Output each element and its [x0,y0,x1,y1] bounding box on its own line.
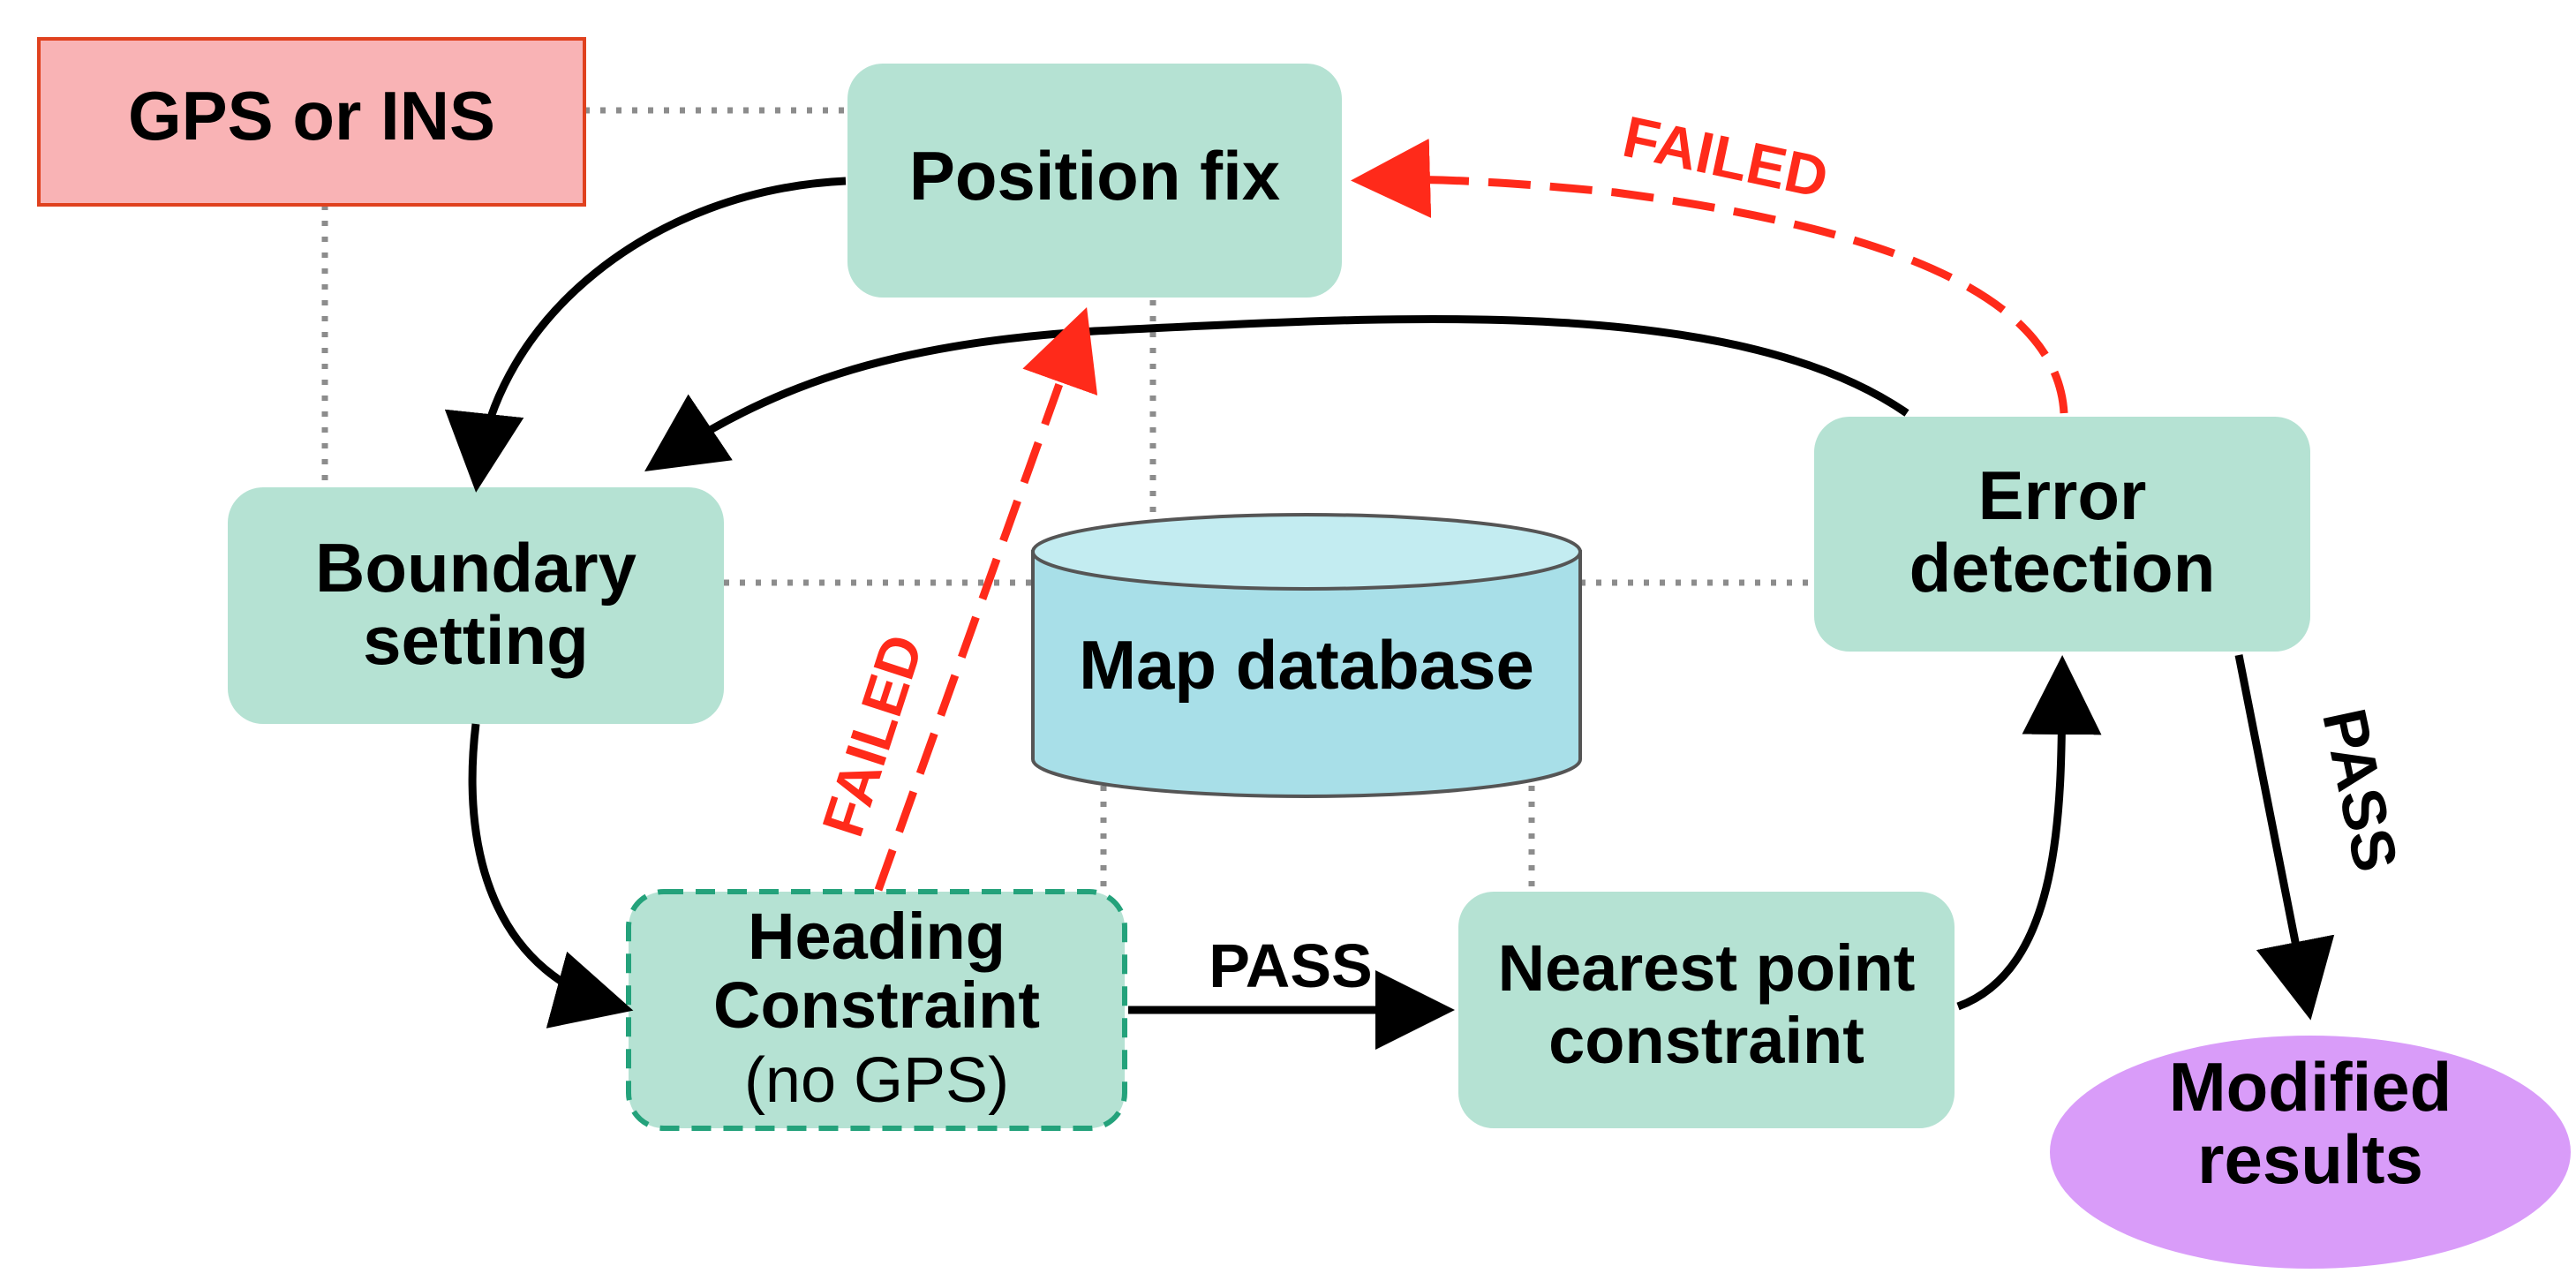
error-detection-box [1814,417,2310,652]
position-fix-box [847,64,1342,298]
position-fix-label: Position fix [909,137,1280,215]
dotted-connectors [321,107,1814,892]
heading-constraint-line1: Heading [748,900,1006,973]
nearest-point-line2: constraint [1548,1004,1864,1077]
gps-or-ins-label: GPS or INS [128,77,495,154]
position-fix-node: Position fix [847,64,1342,298]
modified-results-line2: results [2197,1120,2423,1198]
solid-arrows [444,177,2335,1050]
heading-constraint-line3: (no GPS) [744,1045,1009,1116]
boundary-setting-line2: setting [363,601,589,679]
heading-constraint-line2: Constraint [713,968,1040,1042]
modified-results-node: Modified results [2050,1036,2571,1269]
boundary-setting-node: Boundary setting [228,487,724,724]
map-database-label: Map database [1079,626,1534,704]
arrow-boundary-to-heading [468,723,634,1029]
map-database-body [1031,550,1582,798]
map-database-top [1031,513,1582,591]
arrow-error-failed-to-position [1351,139,2068,414]
heading-constraint-node: Heading Constraint (no GPS) [626,889,1127,1131]
modified-results-ellipse [2050,1036,2571,1269]
boundary-setting-line1: Boundary [315,529,636,607]
pass-label-heading: PASS [1209,931,1372,1000]
arrow-heading-failed-to-position [874,307,1098,892]
error-detection-line2: detection [1909,529,2216,607]
error-detection-line1: Error [1978,456,2147,534]
heading-constraint-box [626,889,1127,1131]
modified-results-line1: Modified [2169,1048,2452,1126]
gps-or-ins-node: GPS or INS [37,37,586,207]
boundary-setting-box [228,487,724,724]
arrow-nearest-to-error [1956,655,2102,1011]
gps-or-ins-box [37,37,586,207]
arrow-error-to-modified [2234,654,2335,1021]
map-database-node: Map database [1031,513,1582,798]
pass-label-error: PASS [2309,703,2411,878]
failed-label-heading: FAILED [810,627,936,844]
failed-arrows [874,139,2068,892]
nearest-point-node: Nearest point constraint [1458,892,1955,1128]
arrow-position-to-boundary [444,177,847,493]
arrow-error-to-boundary [644,314,1909,472]
error-detection-node: Error detection [1814,417,2310,652]
nearest-point-box [1458,892,1955,1128]
nearest-point-line1: Nearest point [1498,931,1916,1005]
